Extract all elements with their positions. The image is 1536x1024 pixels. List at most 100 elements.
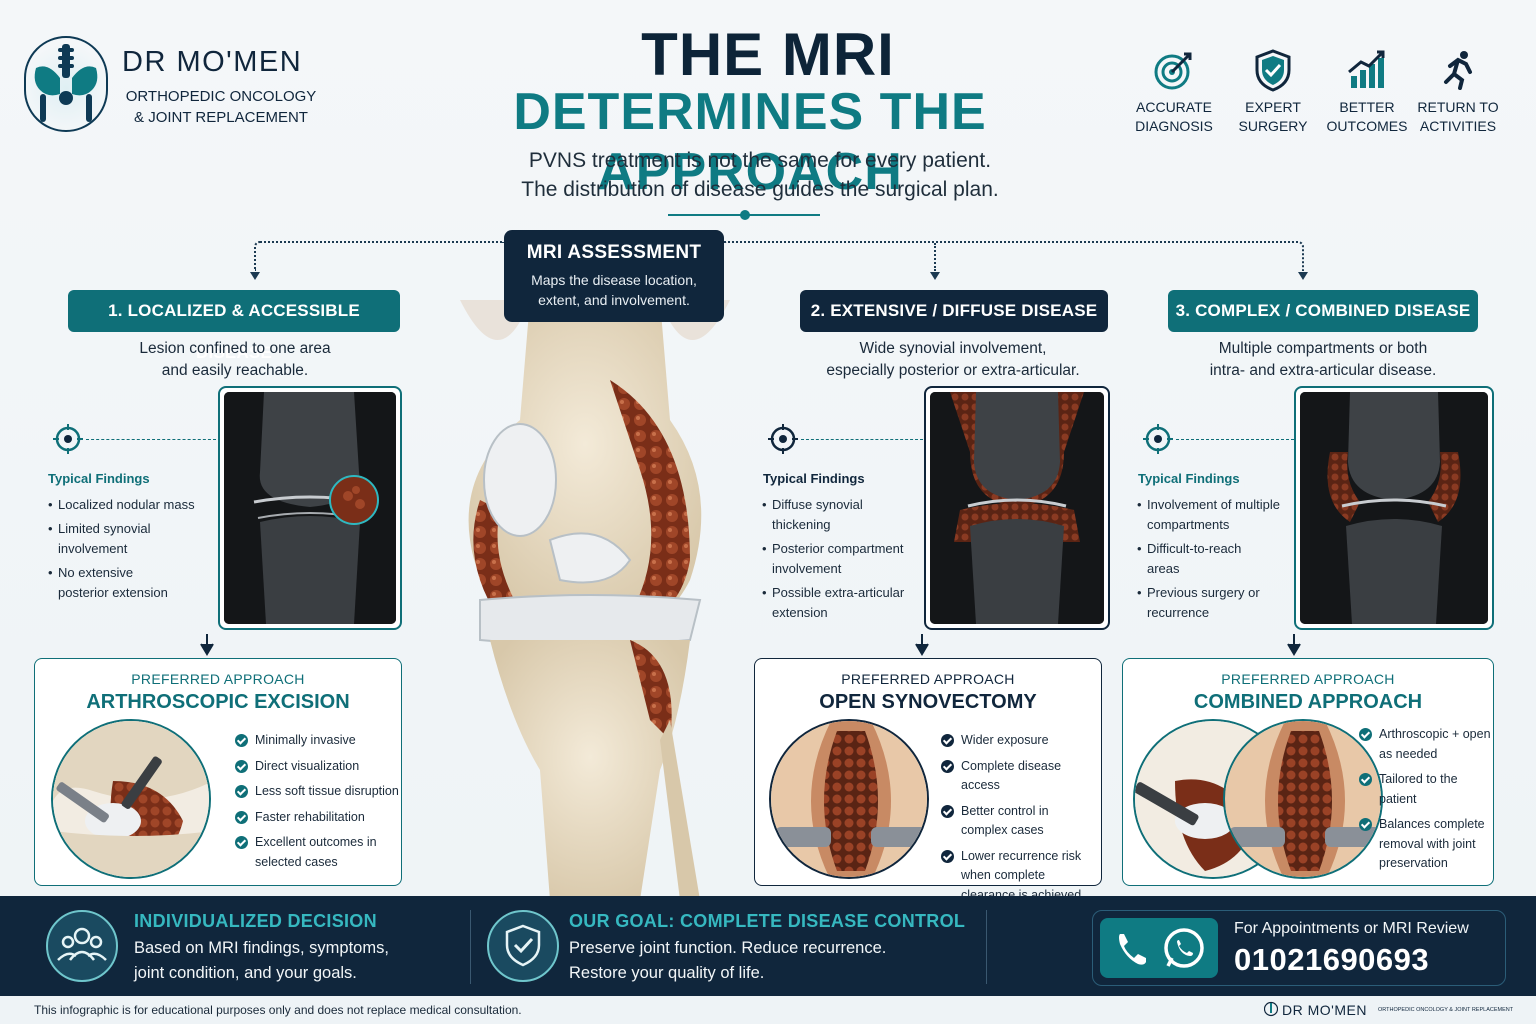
description-line: and easily reachable.	[161, 362, 309, 379]
connector-line	[724, 241, 1304, 271]
goal-heading: OUR GOAL: COMPLETE DISEASE CONTROL	[569, 911, 966, 931]
approach-name: OPEN SYNOVECTOMY	[819, 691, 1037, 713]
mri-scan-image	[930, 392, 1104, 624]
preferred-approach-label: PREFERRED APPROACH	[131, 671, 305, 687]
dashed-line	[801, 439, 923, 440]
crosshair-icon	[53, 424, 83, 454]
benefits-list: Minimally invasive Direct visualization …	[235, 731, 400, 878]
feature-label: BETTER	[1339, 99, 1395, 115]
column-heading-extensive: 2. EXTENSIVE / DIFFUSE DISEASE	[800, 290, 1108, 332]
feature-better-outcomes: BETTER OUTCOMES	[1319, 48, 1415, 136]
target-icon	[1154, 52, 1192, 90]
findings-list: Localized nodular mass Limited synoviali…	[48, 495, 218, 607]
check-icon	[1359, 728, 1372, 741]
goal-text: Preserve joint function. Reduce recurren…	[569, 936, 886, 986]
knee-illustration	[460, 300, 730, 900]
dashed-line	[1176, 439, 1294, 440]
footer-divider	[986, 910, 987, 984]
feature-label: OUTCOMES	[1326, 118, 1408, 134]
phone-number[interactable]: 01021690693	[1234, 942, 1430, 977]
whatsapp-icon[interactable]	[1164, 928, 1204, 968]
footer-bar	[0, 896, 1536, 996]
list-item: Wider exposure	[941, 731, 1101, 751]
goal-line: Preserve joint function. Reduce recurren…	[569, 939, 887, 957]
description-line: intra- and extra-articular disease.	[1209, 362, 1437, 379]
arrow-down-icon	[250, 272, 260, 280]
check-icon	[941, 804, 954, 818]
page-title-highlight: DETERMINES THE APPROACH	[513, 83, 987, 201]
approach-box-open: PREFERRED APPROACH OPEN SYNOVECTOMY Wide…	[754, 658, 1102, 902]
page-subtitle: PVNS treatment is not the same for every…	[380, 146, 1140, 204]
findings-heading: Typical Findings	[763, 471, 865, 486]
decision-heading: INDIVIDUALIZED DECISION	[134, 911, 377, 931]
approach-name: COMBINED APPROACH	[1193, 691, 1423, 713]
column-heading-complex: 3. COMPLEX / COMBINED DISEASE	[1168, 290, 1478, 332]
arrow-down-icon	[1298, 272, 1308, 280]
check-icon	[941, 734, 954, 747]
column-description: Lesion confined to one area and easily r…	[60, 338, 410, 382]
pelvis-logo-icon	[34, 44, 98, 122]
check-icon	[1359, 818, 1372, 831]
feature-label: SURGERY	[1238, 118, 1308, 134]
running-person-icon	[1444, 51, 1472, 90]
findings-heading: Typical Findings	[1138, 471, 1240, 486]
arrow-down-icon	[1287, 634, 1301, 656]
check-icon	[235, 810, 248, 824]
phone-icon[interactable]	[1119, 934, 1146, 965]
disclaimer: This infographic is for educational purp…	[34, 1003, 522, 1017]
connector-line	[934, 243, 936, 271]
contact-heading: For Appointments or MRI Review	[1234, 920, 1469, 937]
combined-open-illustration	[1223, 719, 1383, 879]
description-line: Multiple compartments or both	[1218, 340, 1428, 357]
list-item: Localized nodular mass	[48, 495, 218, 515]
small-logo-icon	[1264, 1001, 1278, 1017]
feature-label: ACTIVITIES	[1419, 118, 1497, 134]
contact-box[interactable]	[1092, 910, 1506, 986]
decision-line: joint condition, and your goals.	[134, 964, 357, 982]
shield-check-icon	[1255, 49, 1291, 92]
preferred-approach-label: PREFERRED APPROACH	[1221, 671, 1395, 687]
list-item: Minimally invasive	[235, 731, 400, 751]
connector-line	[254, 241, 504, 271]
shield-check-icon	[505, 924, 541, 967]
decision-icon-circle	[46, 910, 118, 982]
arrow-down-icon	[200, 634, 214, 656]
column-heading-localized: 1. LOCALIZED & ACCESSIBLE DISEASE	[68, 290, 400, 362]
list-item: Faster rehabilitation	[235, 808, 400, 828]
approach-box-arthroscopic: PREFERRED APPROACH ARTHROSCOPIC EXCISION…	[34, 658, 402, 886]
decision-text: Based on MRI findings, symptoms, joint c…	[134, 936, 389, 986]
arrow-down-icon	[930, 272, 940, 280]
check-icon	[235, 734, 248, 747]
feature-expert-surgery: EXPERT SURGERY	[1225, 48, 1321, 136]
feature-return-to-activities: RETURN TO ACTIVITIES	[1410, 48, 1506, 136]
benefits-list: Wider exposure Complete disease access B…	[941, 731, 1101, 911]
contact-icons[interactable]	[1100, 918, 1218, 978]
arrow-down-icon	[915, 634, 929, 656]
mri-assessment-heading: MRI ASSESSMENT	[526, 242, 702, 263]
description-line: Lesion confined to one area	[139, 340, 331, 357]
check-icon	[235, 759, 248, 773]
check-icon	[235, 836, 248, 849]
check-icon	[941, 759, 954, 773]
column-description: Wide synovial involvement, especially po…	[780, 338, 1126, 382]
column-description: Multiple compartments or both intra- and…	[1148, 338, 1498, 382]
description-line: Wide synovial involvement,	[859, 340, 1047, 357]
growth-chart-icon	[1348, 50, 1385, 88]
feature-label: DIAGNOSIS	[1135, 118, 1213, 134]
description-line: especially posterior or extra-articular.	[826, 362, 1080, 379]
mri-image-complex	[1294, 386, 1494, 630]
list-item: Direct visualization	[235, 757, 400, 777]
check-icon	[1359, 773, 1372, 786]
decision-line: Based on MRI findings, symptoms,	[134, 939, 389, 957]
